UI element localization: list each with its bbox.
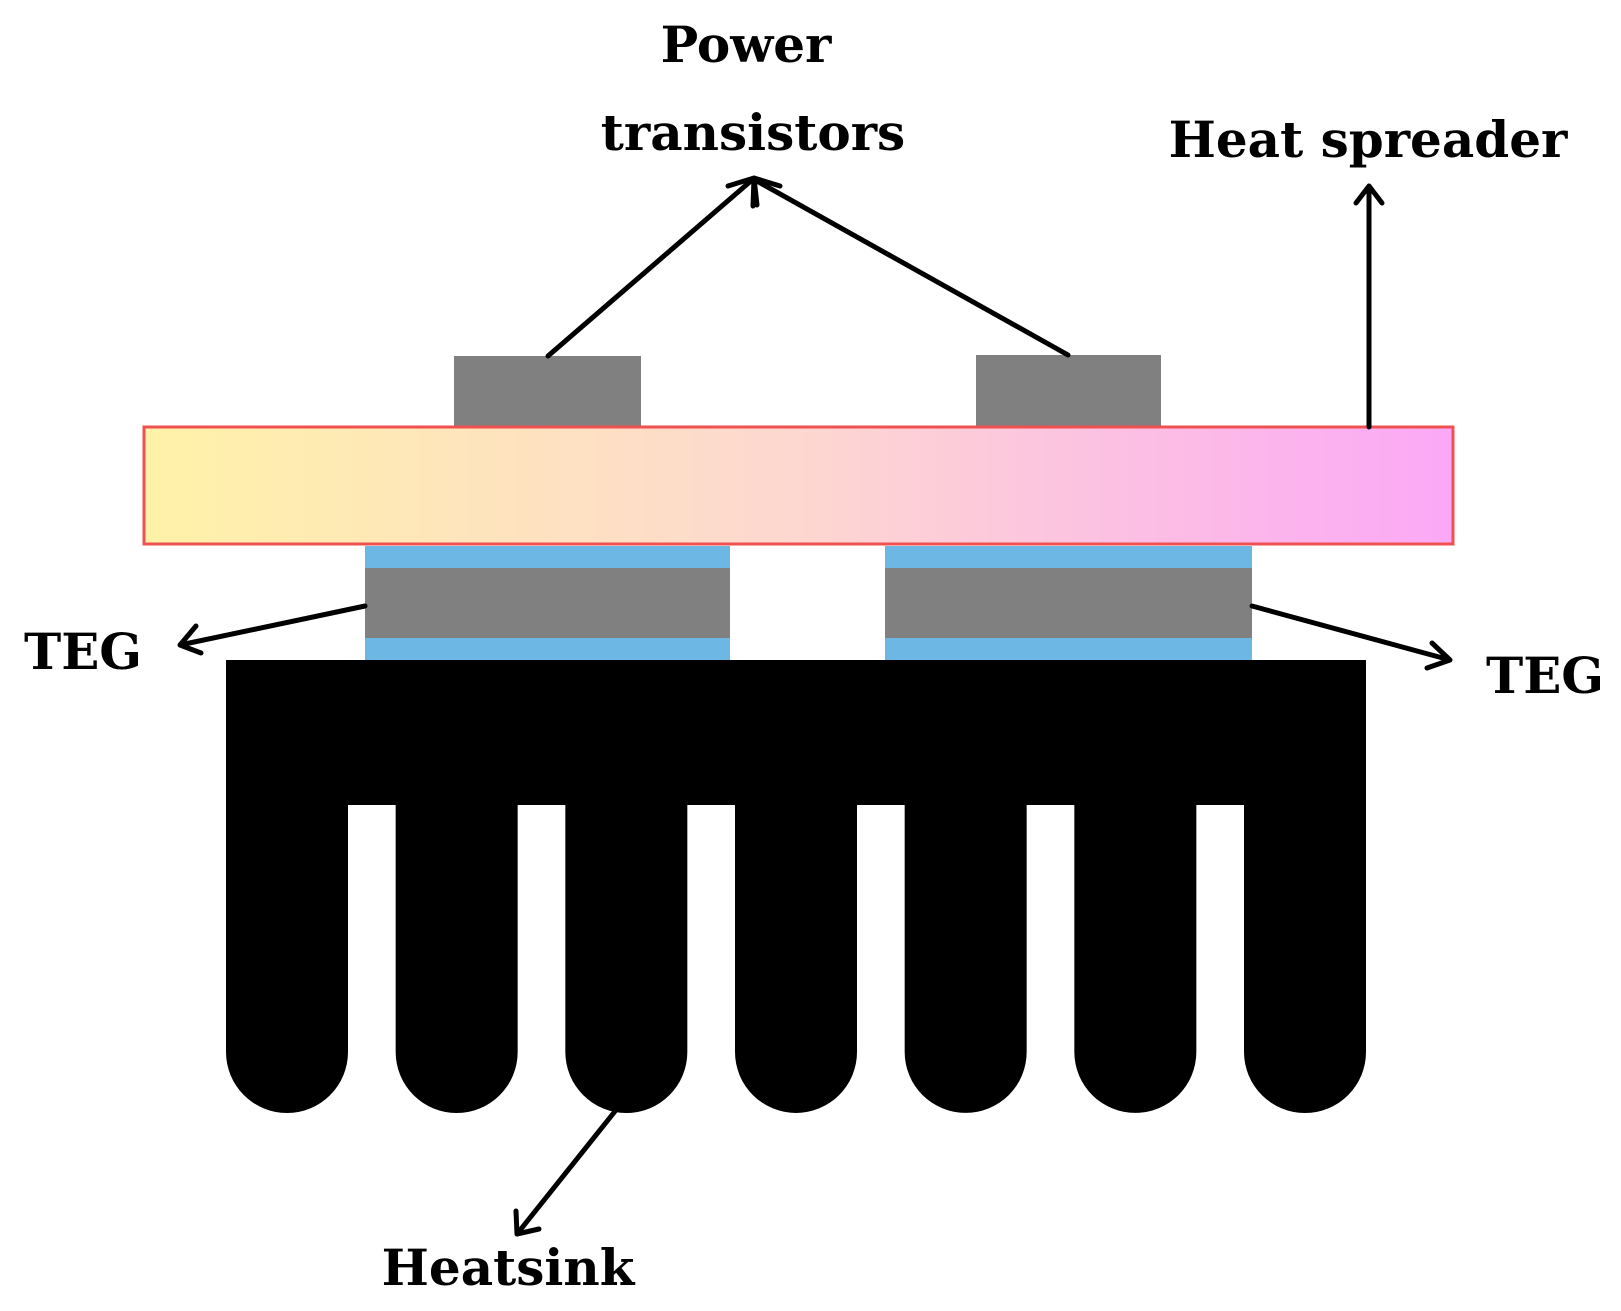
teg-right-body [885,568,1252,638]
arrows [177,175,1453,1237]
heatsink-fin [904,800,1027,1113]
heatsink-fin [1074,800,1197,1113]
teg-right-top-plate [885,546,1252,568]
label-teg-left: TEG [24,622,142,681]
teg-left-body [365,568,730,638]
heatsink-fin [565,800,688,1113]
teg-left-top-plate [365,546,730,568]
arrow-teg-left [177,603,368,656]
heatsink-fins [226,800,1366,1113]
arrow-heat-spreader [1353,183,1385,430]
heatsink-base [226,660,1366,805]
power-transistor-right [976,355,1161,428]
arrow-power-transistor-right [752,177,1071,358]
label-heatsink: Heatsink [382,1238,636,1297]
heatsink [226,660,1366,1113]
teg-right-bottom-plate [885,638,1252,660]
heatsink-fin [226,800,348,1113]
arrow-power-transistor-left [545,177,755,359]
arrowhead-power-transistors [725,175,783,209]
heatsink-fin [395,800,518,1113]
teg-module-left [365,546,730,660]
label-teg-right: TEG [1486,646,1604,705]
heatsink-fin [1244,800,1366,1113]
label-power-transistors-line1: Power [661,15,832,74]
teg-left-bottom-plate [365,638,730,660]
arrow-teg-right [1249,603,1453,671]
label-heat-spreader: Heat spreader [1169,110,1568,169]
teg-module-right [885,546,1252,660]
heatsink-fin [735,800,857,1113]
heat-spreader [142,425,1455,546]
label-power-transistors-line2: transistors [601,103,905,162]
power-transistor-left [454,356,641,428]
arrow-heatsink [513,1107,619,1237]
